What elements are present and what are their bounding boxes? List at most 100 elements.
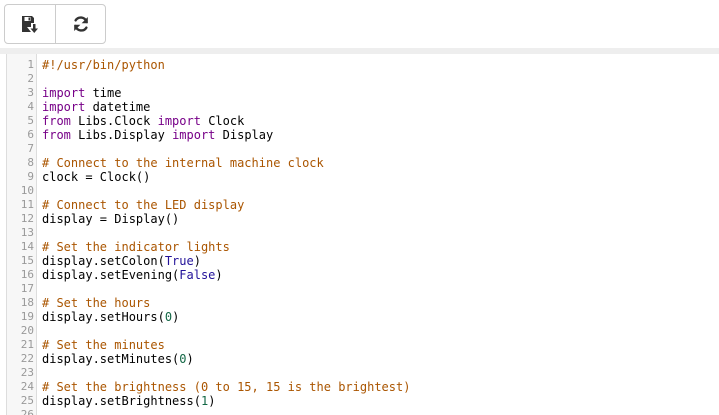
code-token: display.setColon(: [42, 254, 165, 268]
code-token: from: [42, 114, 71, 128]
line-number: 3: [27, 86, 34, 99]
code-line[interactable]: 10: [7, 184, 719, 198]
code-token: 1: [200, 394, 209, 408]
line-number: 18: [20, 296, 34, 309]
line-number: 16: [20, 268, 34, 281]
code-token: # Set the hours: [42, 296, 151, 310]
line-number: 25: [20, 394, 34, 407]
code-token: True: [164, 254, 194, 268]
code-token: ): [186, 352, 194, 366]
line-number: 10: [20, 184, 34, 197]
line-number: 11: [20, 198, 34, 211]
code-line[interactable]: 4 import datetime: [7, 100, 719, 114]
line-number: 22: [20, 352, 34, 365]
line-number: 17: [20, 282, 34, 295]
line-number: 14: [20, 240, 34, 253]
code-token: Libs.Clock: [70, 114, 158, 128]
code-token: 0: [179, 352, 187, 366]
code-token: import: [172, 128, 216, 142]
code-line[interactable]: 9 clock = Clock(): [7, 170, 719, 184]
code-token: display = Display(): [42, 212, 180, 226]
code-token: ): [193, 254, 201, 268]
code-text: display.setEvening(False): [42, 268, 223, 282]
line-number: 5: [27, 114, 34, 127]
code-line[interactable]: 13: [7, 226, 719, 240]
code-token: False: [179, 268, 216, 282]
code-line[interactable]: 2: [7, 72, 719, 86]
line-number: 20: [20, 324, 34, 337]
code-token: datetime: [85, 100, 151, 114]
code-token: # Connect to the internal machine clock: [42, 156, 324, 170]
code-line[interactable]: 16 display.setEvening(False): [7, 268, 719, 282]
code-token: # Set the minutes: [42, 338, 165, 352]
code-line[interactable]: 7: [7, 142, 719, 156]
code-line[interactable]: 5 from Libs.Clock import Clock: [7, 114, 719, 128]
code-token: display.setHours(: [42, 310, 165, 324]
code-line[interactable]: 6 from Libs.Display import Display: [7, 128, 719, 142]
code-token: # Set the indicator lights: [42, 240, 230, 254]
code-token: time: [85, 86, 122, 100]
line-number: 1: [27, 58, 34, 71]
code-line[interactable]: 23: [7, 366, 719, 380]
code-token: from: [42, 128, 71, 142]
code-line[interactable]: 11 # Connect to the LED display: [7, 198, 719, 212]
code-token: display.setEvening(: [42, 268, 180, 282]
code-line[interactable]: 18 # Set the hours: [7, 296, 719, 310]
code-text: display.setBrightness(1): [42, 394, 215, 408]
code-text: #!/usr/bin/python: [42, 58, 165, 72]
line-number: 23: [20, 366, 34, 379]
code-text: # Set the indicator lights: [42, 240, 230, 254]
line-number: 12: [20, 212, 34, 225]
save-button[interactable]: [5, 5, 55, 43]
code-token: # Set the brightness (0 to 15, 15 is the…: [42, 380, 411, 394]
line-number: 19: [20, 310, 34, 323]
code-line[interactable]: 20: [7, 324, 719, 338]
line-number: 24: [20, 380, 34, 393]
code-line[interactable]: 26: [7, 408, 719, 415]
code-token: Display: [215, 128, 274, 142]
code-token: import: [157, 114, 201, 128]
code-text: display.setColon(True): [42, 254, 201, 268]
save-down-icon: [20, 14, 40, 34]
code-token: 0: [164, 310, 173, 324]
line-number: 21: [20, 338, 34, 351]
toolbar: [0, 0, 719, 48]
code-token: ): [215, 268, 223, 282]
code-text: from Libs.Clock import Clock: [42, 114, 244, 128]
code-text: clock = Clock(): [42, 170, 150, 184]
line-number: 4: [27, 100, 34, 113]
code-line[interactable]: 1 #!/usr/bin/python: [7, 58, 719, 72]
line-number: 6: [27, 128, 34, 141]
code-line[interactable]: 24 # Set the brightness (0 to 15, 15 is t…: [7, 380, 719, 394]
line-number: 9: [27, 170, 34, 183]
code-line[interactable]: 21 # Set the minutes: [7, 338, 719, 352]
code-text: # Set the minutes: [42, 338, 165, 352]
code-text: import time: [42, 86, 121, 100]
code-line[interactable]: 12 display = Display(): [7, 212, 719, 226]
code-text: from Libs.Display import Display: [42, 128, 273, 142]
code-line[interactable]: 25 display.setBrightness(1): [7, 394, 719, 408]
code-token: display.setBrightness(: [42, 394, 201, 408]
code-text: # Set the brightness (0 to 15, 15 is the…: [42, 380, 410, 394]
code-text: display.setMinutes(0): [42, 352, 194, 366]
code-text: display = Display(): [42, 212, 179, 226]
code-line[interactable]: 22 display.setMinutes(0): [7, 352, 719, 366]
code-token: clock = Clock(): [42, 170, 151, 184]
code-line[interactable]: 14 # Set the indicator lights: [7, 240, 719, 254]
line-number: 8: [27, 156, 34, 169]
code-line[interactable]: 8 # Connect to the internal machine clock: [7, 156, 719, 170]
code-line[interactable]: 17: [7, 282, 719, 296]
line-number: 13: [20, 226, 34, 239]
reload-button[interactable]: [55, 5, 105, 43]
code-token: import: [42, 100, 86, 114]
code-line[interactable]: 3 import time: [7, 86, 719, 100]
refresh-icon: [71, 14, 91, 34]
line-number: 7: [27, 142, 34, 155]
code-text: # Connect to the internal machine clock: [42, 156, 324, 170]
code-token: display.setMinutes(: [42, 352, 180, 366]
line-number: 26: [20, 408, 34, 415]
code-text: # Connect to the LED display: [42, 198, 244, 212]
